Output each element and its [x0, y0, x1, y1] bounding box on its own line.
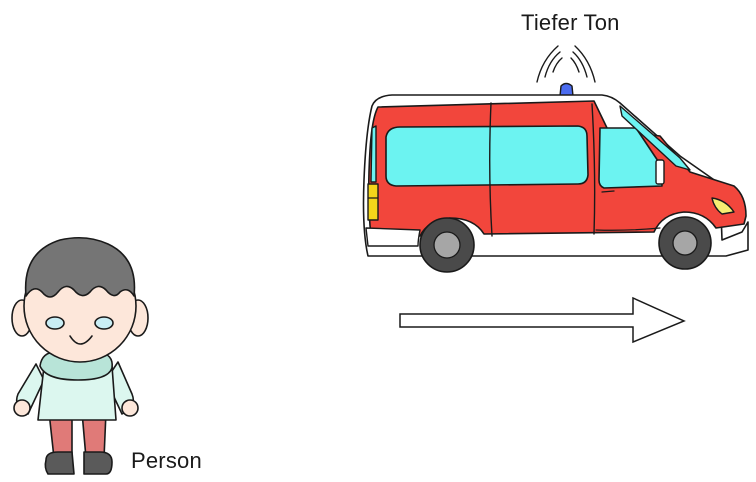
- front-wheel: [659, 217, 711, 269]
- side-mirror: [656, 160, 664, 184]
- person-hair: [26, 238, 135, 297]
- siren-light: [560, 84, 573, 97]
- ambulance-icon: [364, 46, 749, 272]
- person-left-hand: [14, 400, 30, 416]
- sound-label: Tiefer Ton: [521, 10, 620, 36]
- person-right-eye: [95, 317, 113, 329]
- person-icon: [12, 238, 148, 474]
- rear-bumper: [366, 228, 420, 246]
- person-left-eye: [46, 317, 64, 329]
- right-arrow-icon: [400, 298, 684, 342]
- sound-waves-icon: [537, 46, 595, 82]
- person-label: Person: [131, 448, 202, 474]
- rear-wheel: [420, 218, 474, 272]
- person-right-hand: [122, 400, 138, 416]
- person-left-shoe: [45, 452, 74, 474]
- person-right-shoe: [84, 452, 112, 474]
- taillight: [368, 184, 378, 220]
- side-window: [386, 126, 588, 186]
- rear-side-window: [371, 126, 376, 182]
